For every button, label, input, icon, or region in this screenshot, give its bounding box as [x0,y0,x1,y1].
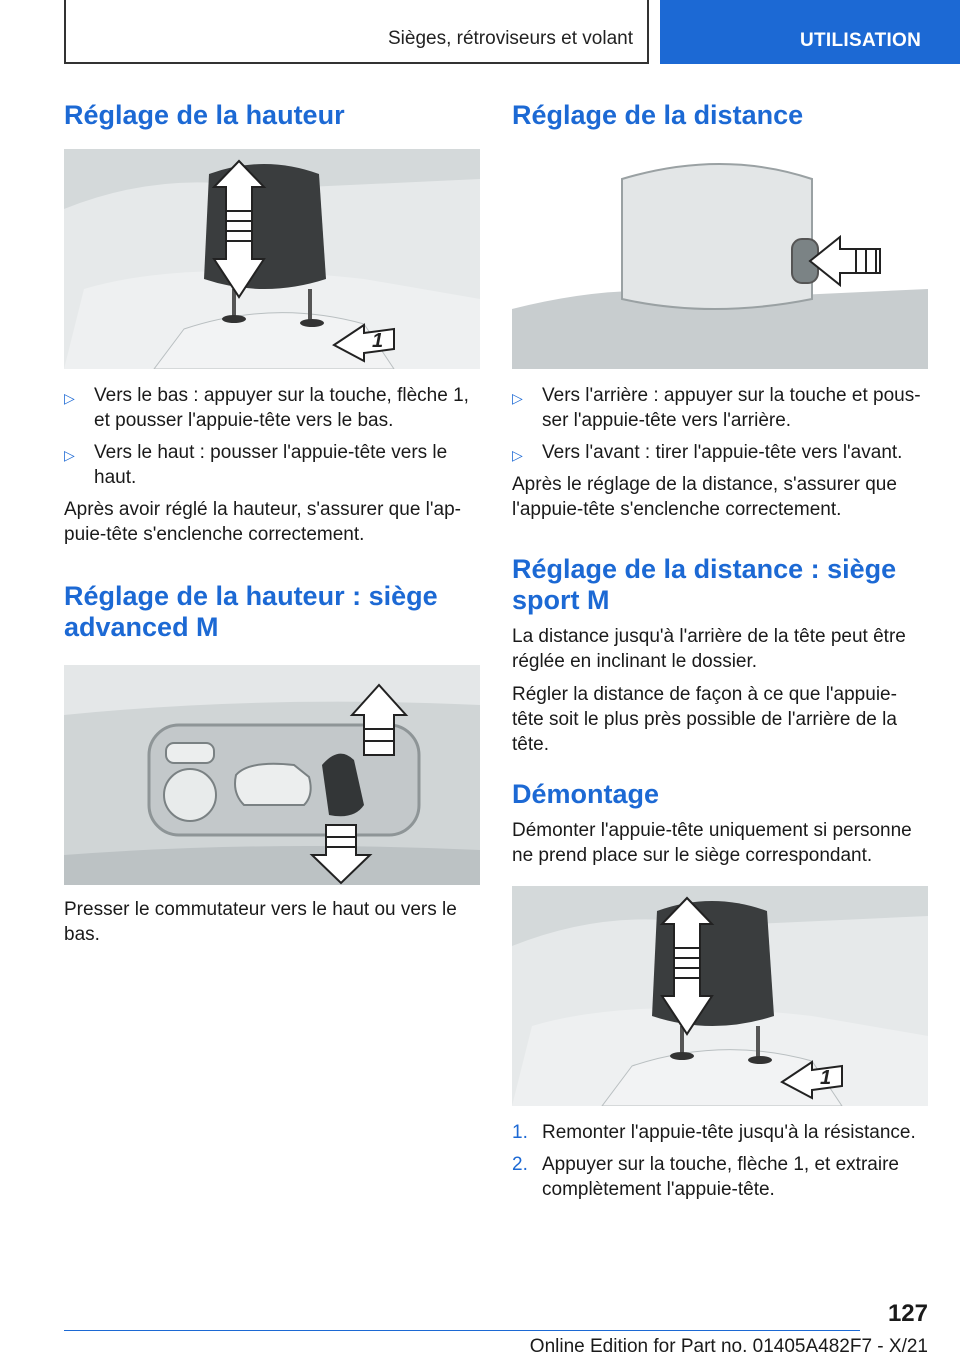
footer-edition: Online Edition for Part no. 01405A482F7 … [529,1336,928,1357]
triangle-bullet-icon: ▷ [512,447,523,463]
paragraph: Après avoir réglé la hauteur, s'assurer … [64,499,461,545]
footer-divider [64,1330,860,1331]
removal-steps-list: 1.Remonter l'appuie-tête jusqu'à la rési… [512,1120,928,1202]
right-column: Réglage de la distance ▷Vers l'arrière :… [512,100,928,1209]
section-title: Sièges, rétroviseurs et volant [387,28,633,49]
triangle-bullet-icon: ▷ [64,447,75,463]
triangle-bullet-icon: ▷ [64,390,75,406]
distance-instructions-list: ▷Vers l'arrière : appuyer sur la touche … [512,383,928,465]
callout-label: 1 [372,330,383,352]
header-section-box: Sièges, rétroviseurs et volant [64,0,649,64]
height-instructions-list: ▷Vers le bas : appuyer sur la touche, fl… [64,383,480,490]
list-item: ▷Vers l'arrière : appuyer sur la touche … [512,385,921,431]
heading-height-adjust: Réglage de la hauteur [64,100,345,130]
header-chapter-tab: UTILISATION [660,0,960,64]
triangle-bullet-icon: ▷ [512,390,523,406]
paragraph: Presser le commutateur vers le haut ou v… [64,899,457,945]
chapter-title: UTILISATION [800,30,922,51]
list-item: 1.Remonter l'appuie-tête jusqu'à la rési… [512,1122,916,1143]
left-column: Réglage de la hauteur 1 ▷Vers le bas : a… [64,100,480,947]
headrest-distance-figure [512,149,928,369]
heading-removal: Démontage [512,779,660,809]
page-number: 127 [887,1300,928,1327]
list-item: ▷Vers le bas : appuyer sur la touche, fl… [64,385,469,431]
paragraph: La distance jusqu'à l'arrière de la tête… [512,626,906,672]
list-item: ▷Vers le haut : pousser l'appuie-tête ve… [64,442,448,488]
list-item: ▷Vers l'avant : tirer l'appuie-tête vers… [512,440,928,465]
heading-height-adjust-advanced: Réglage de la hauteur : siège advanced M [64,581,438,642]
list-item: 2.Appuyer sur la touche, flèche 1, et ex… [512,1154,899,1200]
seat-switch-figure [64,665,480,885]
heading-distance-sport: Réglage de la distance : siège sport M [512,554,897,615]
heading-distance-adjust: Réglage de la distance [512,100,804,130]
paragraph: Après le réglage de la distance, s'assur… [512,474,897,520]
headrest-removal-figure: 1 [512,886,928,1106]
paragraph: Démonter l'appuie-tête uniquement si per… [512,820,912,866]
headrest-height-figure: 1 [64,149,480,369]
paragraph: Régler la distance de façon à ce que l'a… [512,684,897,755]
callout-label: 1 [820,1067,831,1089]
